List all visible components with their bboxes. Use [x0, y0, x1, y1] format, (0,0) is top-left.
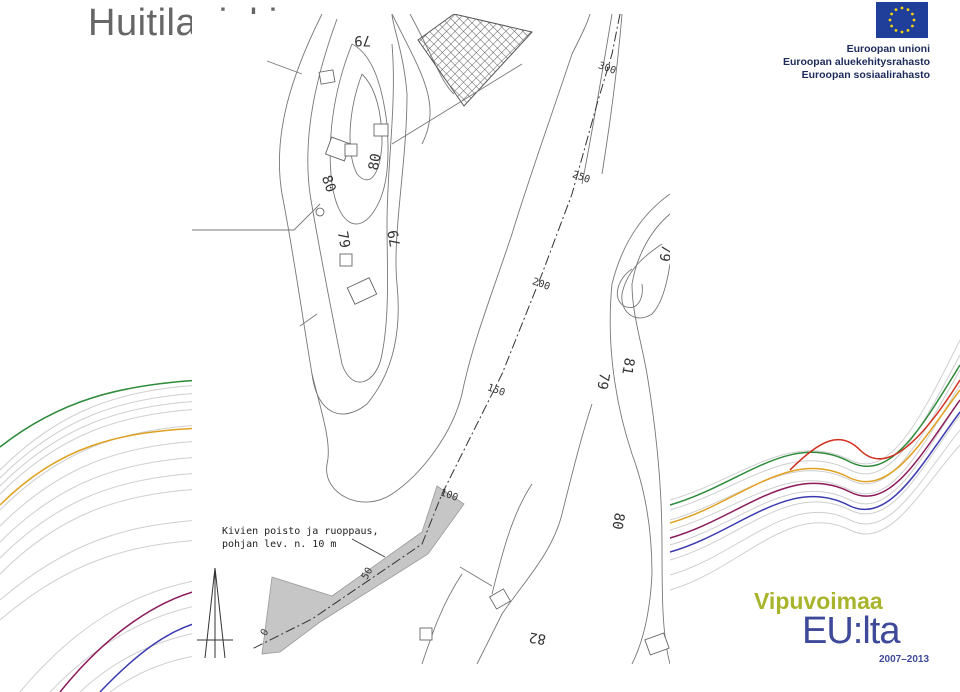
eu-line: Euroopan aluekehitysrahasto	[782, 56, 930, 68]
contour-label: 79	[385, 229, 404, 248]
contour-label: 79	[354, 32, 371, 48]
chainage-label: 200	[531, 276, 552, 293]
eu-flag-icon	[876, 2, 928, 38]
chainage-label: 0	[259, 627, 272, 638]
chainage-label: 300	[597, 60, 618, 77]
power-mast-icon	[197, 568, 233, 659]
contour-label: 79	[593, 371, 612, 390]
contour-label: 80	[608, 511, 627, 530]
contour-label: 80	[318, 173, 339, 194]
contour-label: 79	[334, 230, 353, 249]
eu-line: Euroopan sosiaalirahasto	[801, 69, 930, 81]
contour-label: 81	[618, 356, 637, 375]
chainage-label: 150	[486, 382, 507, 399]
dredging-annotation-line-2: pohjan lev. n. 10 m	[222, 539, 336, 550]
vipuvoimaa-word: Vipuvoimaa	[754, 588, 883, 614]
dredging-annotation-line-1: Kivien poisto ja ruoppaus,	[222, 526, 379, 537]
eu-funding-logo-text: Euroopan unioni Euroopan aluekehitysraha…	[783, 43, 930, 82]
contour-label: 79	[655, 243, 670, 262]
chainage-label: 50	[360, 566, 376, 582]
contour-label: 80	[366, 152, 385, 171]
vipuvoimaa-logo: Vipuvoimaa EU:lta 2007–2013	[754, 588, 954, 668]
eu-line: Euroopan unioni	[846, 43, 930, 55]
chainage-label: 250	[571, 169, 592, 186]
program-years: 2007–2013	[879, 654, 930, 665]
contour-label: 82	[528, 628, 547, 647]
river-dredging-map: 79 80 80 79 79 81 79 80 82 79 300 250 20…	[192, 14, 670, 664]
decorative-lines-left	[0, 379, 200, 692]
eu-lta-mark: EU:lta	[802, 610, 900, 652]
